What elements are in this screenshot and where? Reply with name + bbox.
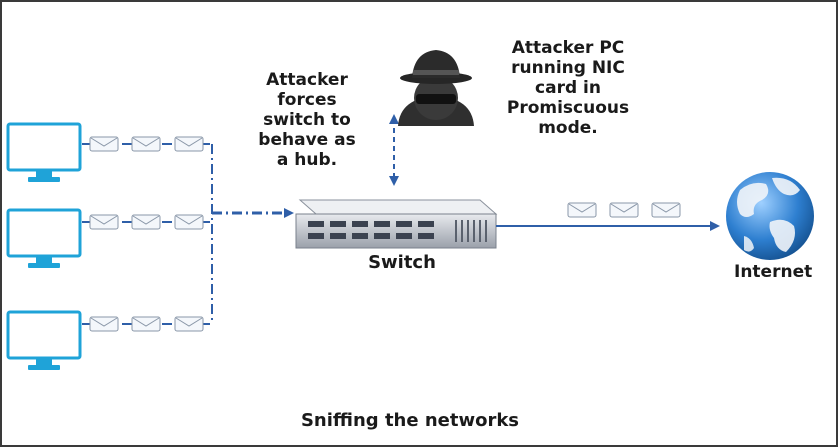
monitor-icon — [6, 122, 82, 184]
network-switch-icon — [295, 199, 498, 249]
envelope-icon — [131, 316, 161, 332]
attacker-forces-label: Attacker forces switch to behave as a hu… — [252, 70, 362, 170]
diagram-caption: Sniffing the networks — [300, 410, 520, 431]
envelope-icon — [89, 316, 119, 332]
label-line: Promiscuous — [506, 98, 630, 118]
label-line: Attacker PC — [511, 38, 625, 58]
envelope-icon — [609, 202, 639, 218]
packets-row-3 — [89, 316, 204, 332]
envelope-icon — [567, 202, 597, 218]
label-line: behave as — [258, 130, 356, 150]
envelope-icon — [174, 214, 204, 230]
packets-row-2 — [89, 214, 204, 230]
envelope-icon — [89, 136, 119, 152]
envelope-icon — [131, 214, 161, 230]
envelope-icon — [174, 136, 204, 152]
monitor-icon — [6, 208, 82, 270]
monitor-icon — [6, 310, 82, 372]
label-line: Attacker — [266, 70, 348, 90]
computer-3 — [6, 310, 82, 372]
label-line: switch to — [263, 110, 351, 130]
computer-links — [82, 143, 213, 325]
globe-icon — [726, 172, 814, 260]
hacker-icon — [398, 50, 474, 126]
envelope-icon — [131, 136, 161, 152]
label-line: running NIC — [511, 58, 625, 78]
label-line: a hub. — [276, 150, 338, 170]
envelope-icon — [651, 202, 681, 218]
computer-2 — [6, 208, 82, 270]
computer-1 — [6, 122, 82, 184]
label-line: forces — [277, 90, 337, 110]
packets-uplink — [567, 202, 681, 218]
label-line: card in — [535, 78, 601, 98]
envelope-icon — [174, 316, 204, 332]
switch-label: Switch — [368, 252, 436, 273]
label-line: mode. — [538, 118, 598, 138]
envelope-icon — [89, 214, 119, 230]
internet-label: Internet — [734, 262, 813, 282]
attacker-pc-label: Attacker PC running NIC card in Promiscu… — [488, 38, 648, 138]
packets-row-1 — [89, 136, 204, 152]
